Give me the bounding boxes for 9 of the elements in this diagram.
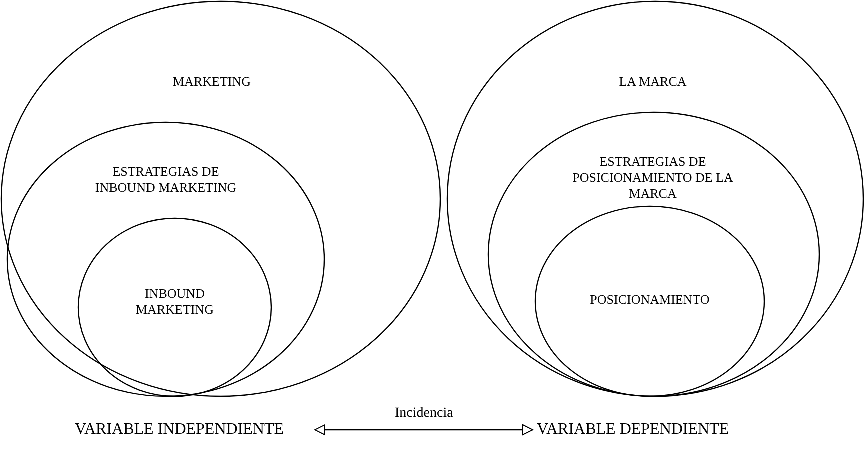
oval-label: ESTRATEGIAS DE POSICIONAMIENTO DE LA MARCA <box>572 154 734 202</box>
oval-label: ESTRATEGIAS DE INBOUND MARKETING <box>94 164 238 196</box>
variable-label: VARIABLE INDEPENDIENTE <box>75 420 311 440</box>
oval-label: MARKETING <box>172 74 252 90</box>
double-arrow <box>314 424 534 436</box>
oval-label: INBOUND MARKETING <box>135 286 215 318</box>
variable-label: VARIABLE DEPENDIENTE <box>537 420 765 440</box>
oval-label: POSICIONAMIENTO <box>589 292 711 308</box>
oval-label: LA MARCA <box>618 74 688 90</box>
